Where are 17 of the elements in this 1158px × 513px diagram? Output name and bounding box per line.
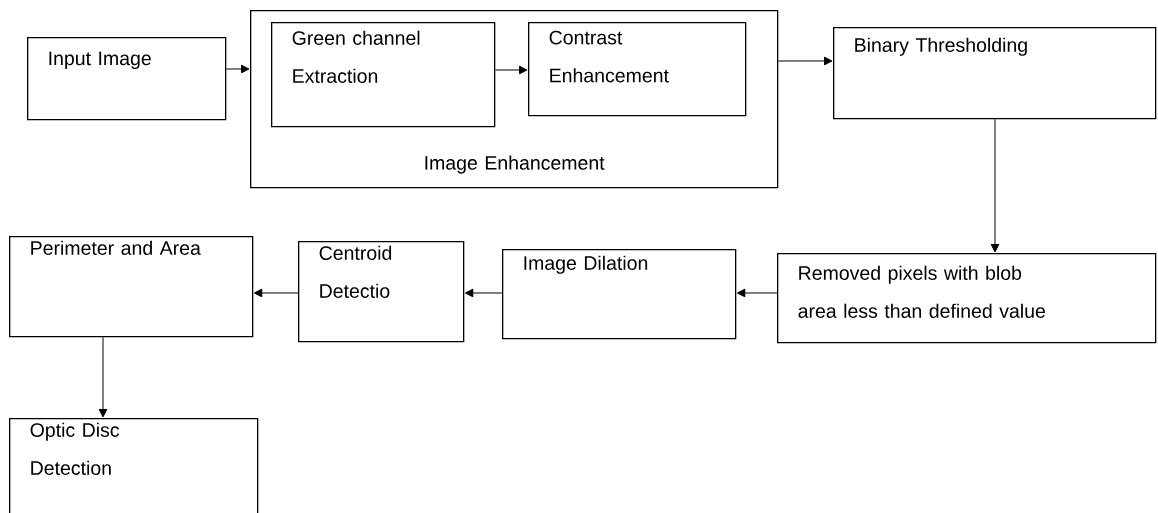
arrow [464, 288, 503, 298]
process-box: Centroid Detectio [298, 241, 465, 343]
arrow [777, 56, 833, 66]
arrow [990, 118, 1000, 253]
process-box: Green channel Extraction [271, 22, 496, 128]
arrow [98, 336, 108, 418]
process-box: Input Image [27, 37, 227, 121]
arrow [494, 65, 528, 75]
arrow [253, 288, 299, 298]
arrow [225, 64, 250, 74]
process-box: Perimeter and Area [9, 236, 254, 338]
process-box: Binary Thresholding [833, 27, 1157, 120]
process-box: Image Dilation [502, 249, 737, 340]
process-box: Contrast Enhancement [528, 22, 747, 117]
process-box: Optic Disc Detection [9, 418, 259, 513]
arrow [736, 288, 778, 298]
process-box: Removed pixels with blob area less than defined value [777, 253, 1157, 344]
